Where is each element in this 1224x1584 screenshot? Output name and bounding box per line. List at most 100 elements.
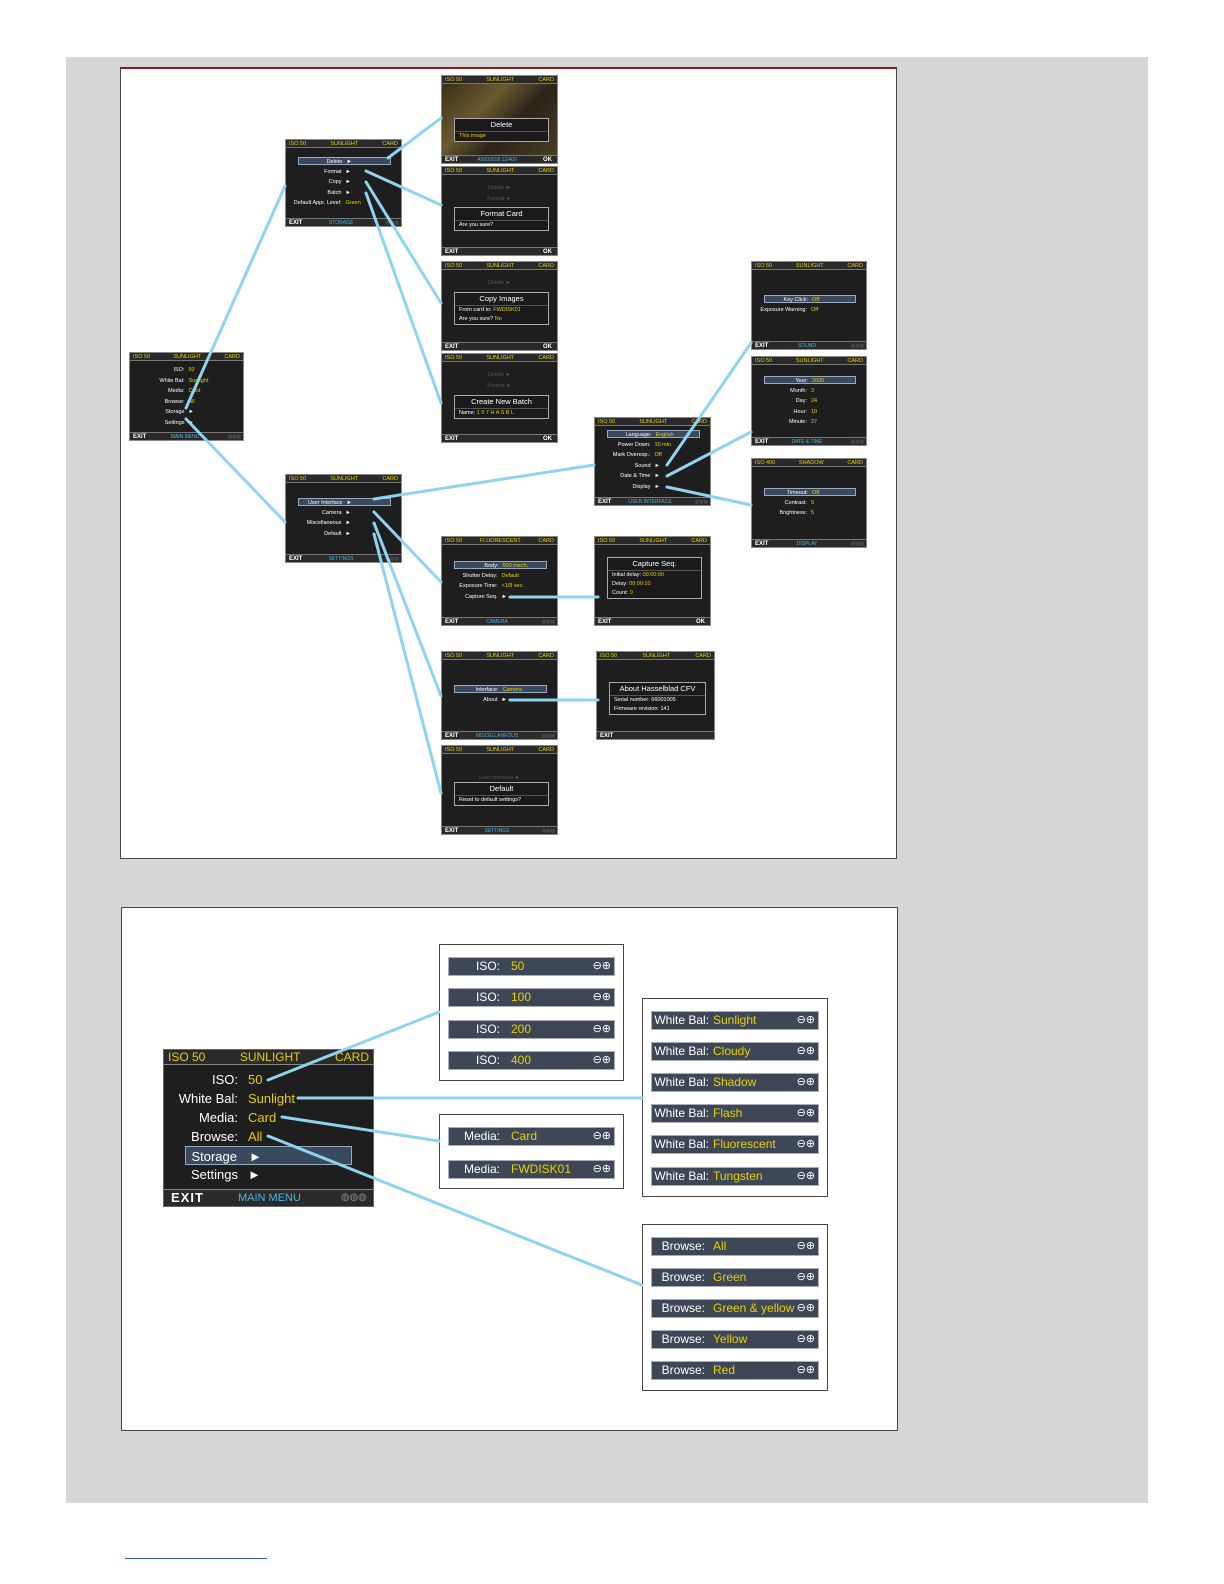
menu-row[interactable]: Sound► — [595, 462, 710, 470]
exit-button[interactable]: EXIT — [445, 732, 458, 740]
menu-row[interactable]: Default Appr. Level:Green — [286, 199, 401, 207]
option-row[interactable]: White Bal:Sunlight⊖⊕ — [651, 1011, 819, 1030]
menu-row[interactable]: Exposure Warning:Off — [752, 306, 866, 314]
menu-row[interactable]: Mark Overexp.:Off — [595, 451, 710, 459]
exit-button[interactable]: EXIT — [755, 342, 768, 350]
exit-button[interactable]: EXIT — [171, 1190, 204, 1206]
ok-button[interactable]: OK — [543, 248, 552, 256]
settings-row[interactable]: Settings► — [164, 1165, 373, 1184]
menu-row[interactable]: User Interface► — [298, 498, 391, 506]
minus-plus-icon[interactable]: ⊖⊕ — [593, 1021, 611, 1038]
exit-button[interactable]: EXIT — [600, 732, 613, 740]
menu-row[interactable]: Minute:27 — [752, 418, 866, 426]
minus-plus-icon[interactable]: ⊖⊕ — [797, 1012, 815, 1029]
minus-plus-icon[interactable]: ⊖⊕ — [797, 1043, 815, 1060]
exit-button[interactable]: EXIT — [755, 540, 768, 548]
menu-row[interactable]: Camera► — [286, 509, 401, 517]
minus-plus-icon[interactable]: ⊖⊕ — [797, 1136, 815, 1153]
menu-row[interactable]: Default► — [286, 530, 401, 538]
dialog-line[interactable]: Delay: 00:00:10 — [608, 580, 701, 589]
ok-button[interactable]: OK — [543, 343, 552, 351]
menu-row[interactable]: Shutter Delay:Default — [442, 572, 557, 580]
exit-button[interactable]: EXIT — [755, 438, 768, 446]
option-row[interactable]: Browse:Yellow⊖⊕ — [651, 1330, 819, 1349]
option-row[interactable]: Browse:Green & yellow⊖⊕ — [651, 1299, 819, 1318]
exit-button[interactable]: EXIT — [598, 618, 611, 626]
dialog-line[interactable]: Count: 0 — [608, 589, 701, 598]
menu-row[interactable]: Power Down:10 min. — [595, 441, 710, 449]
menu-row[interactable]: Capture Seq.► — [442, 593, 557, 601]
menu-row[interactable]: Body:500 mech. — [454, 561, 547, 569]
menu-row[interactable]: Media:Card — [130, 387, 243, 395]
exit-button[interactable]: EXIT — [133, 433, 146, 441]
ok-button[interactable]: OK — [543, 435, 552, 443]
ok-button[interactable]: OK — [696, 618, 705, 626]
minus-plus-icon[interactable]: ⊖⊕ — [593, 1052, 611, 1069]
option-row[interactable]: Media:FWDISK01⊖⊕ — [448, 1160, 615, 1179]
menu-row[interactable]: ISO:50 — [130, 366, 243, 374]
menu-row[interactable]: Contrast:5 — [752, 499, 866, 507]
menu-row[interactable]: Miscellaneous► — [286, 519, 401, 527]
minus-plus-icon[interactable]: ⊖⊕ — [797, 1362, 815, 1379]
menu-row[interactable]: Hour:10 — [752, 408, 866, 416]
batch-name-field[interactable]: Name: 1 0 7 H A S B L — [455, 409, 548, 418]
exit-button[interactable]: EXIT — [445, 618, 458, 626]
storage-row[interactable]: Storage► — [185, 1146, 352, 1165]
exit-button[interactable]: EXIT — [445, 343, 458, 351]
option-row[interactable]: White Bal:Fluorescent⊖⊕ — [651, 1135, 819, 1154]
minus-plus-icon[interactable]: ⊖⊕ — [797, 1074, 815, 1091]
minus-plus-icon[interactable]: ⊖⊕ — [593, 958, 611, 975]
option-row[interactable]: ISO:200⊖⊕ — [448, 1020, 615, 1039]
exit-button[interactable]: EXIT — [598, 498, 611, 506]
menu-row[interactable]: Settings► — [130, 419, 243, 427]
option-row[interactable]: ISO:100⊖⊕ — [448, 988, 615, 1007]
menu-row[interactable]: Browse:All — [130, 398, 243, 406]
dialog-line[interactable]: Initial delay: 00:00:00 — [608, 571, 701, 580]
menu-row[interactable]: Key Click:Off — [764, 295, 856, 303]
option-row[interactable]: ISO:50⊖⊕ — [448, 957, 615, 976]
menu-row[interactable]: Batch► — [286, 189, 401, 197]
ok-button[interactable]: OK — [543, 156, 552, 164]
browse-row[interactable]: Browse:All — [164, 1127, 373, 1146]
exit-button[interactable]: EXIT — [445, 248, 458, 256]
menu-row[interactable]: Month:3 — [752, 387, 866, 395]
option-row[interactable]: Browse:All⊖⊕ — [651, 1237, 819, 1256]
minus-plus-icon[interactable]: ⊖⊕ — [593, 1161, 611, 1178]
dialog-line[interactable]: Are you sure? No — [455, 315, 548, 324]
option-row[interactable]: Browse:Red⊖⊕ — [651, 1361, 819, 1380]
menu-row[interactable]: Format► — [286, 168, 401, 176]
iso-row[interactable]: ISO:50 — [164, 1070, 373, 1089]
menu-row[interactable]: About► — [442, 696, 557, 704]
minus-plus-icon[interactable]: ⊖⊕ — [797, 1105, 815, 1122]
minus-plus-icon[interactable]: ⊖⊕ — [593, 1128, 611, 1145]
option-row[interactable]: White Bal:Tungsten⊖⊕ — [651, 1167, 819, 1186]
menu-row[interactable]: Exposure Time:<1/8 sec. — [442, 582, 557, 590]
media-row[interactable]: Media:Card — [164, 1108, 373, 1127]
dialog-line[interactable]: From card to: FWDISK01 — [455, 306, 548, 315]
exit-button[interactable]: EXIT — [289, 555, 302, 563]
menu-row[interactable]: Display► — [595, 483, 710, 491]
minus-plus-icon[interactable]: ⊖⊕ — [797, 1331, 815, 1348]
menu-row[interactable]: Day:24 — [752, 397, 866, 405]
exit-button[interactable]: EXIT — [445, 156, 458, 164]
option-row[interactable]: ISO:400⊖⊕ — [448, 1051, 615, 1070]
minus-plus-icon[interactable]: ⊖⊕ — [797, 1168, 815, 1185]
option-row[interactable]: Browse:Green⊖⊕ — [651, 1268, 819, 1287]
minus-plus-icon[interactable]: ⊖⊕ — [797, 1300, 815, 1317]
delete-option[interactable]: This image — [455, 132, 548, 141]
exit-button[interactable]: EXIT — [289, 219, 302, 227]
menu-row[interactable]: Interface:Camera — [454, 685, 547, 693]
minus-plus-icon[interactable]: ⊖⊕ — [593, 989, 611, 1006]
menu-row[interactable]: Timeout:Off — [764, 488, 856, 496]
menu-row[interactable]: Brightness:5 — [752, 509, 866, 517]
menu-row[interactable]: Date & Time► — [595, 472, 710, 480]
minus-plus-icon[interactable]: ⊖⊕ — [797, 1269, 815, 1286]
option-row[interactable]: White Bal:Cloudy⊖⊕ — [651, 1042, 819, 1061]
menu-row[interactable]: White Bal:Sunlight — [130, 377, 243, 385]
menu-row[interactable]: Language:English — [607, 430, 700, 438]
exit-button[interactable]: EXIT — [445, 827, 458, 835]
menu-row[interactable]: Storage► — [130, 408, 243, 416]
white-bal-row[interactable]: White Bal:Sunlight — [164, 1089, 373, 1108]
menu-row[interactable]: Year:2005 — [764, 376, 856, 384]
option-row[interactable]: White Bal:Shadow⊖⊕ — [651, 1073, 819, 1092]
